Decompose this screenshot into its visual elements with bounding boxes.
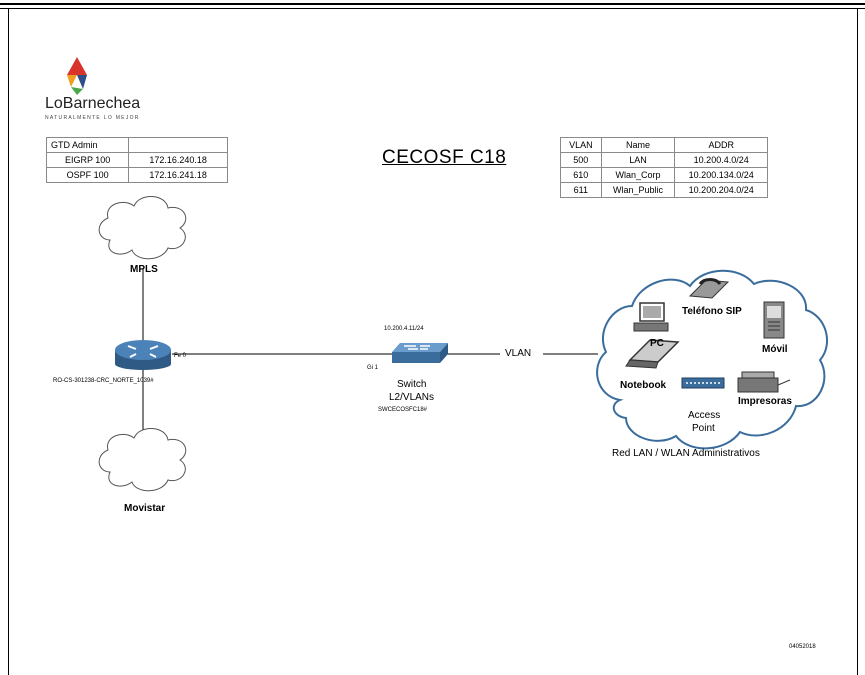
switch-ip-label: 10.200.4.11/24 [384,326,424,332]
table-row: 500 LAN 10.200.4.0/24 [560,152,768,168]
logo-tagline: NATURALMENTE LO MEJOR [45,115,140,121]
access-point-icon [681,377,725,389]
access-point-label: Access [688,410,721,421]
table-row: OSPF 100 172.16.241.18 [45,167,228,183]
router-port-label: Fe 0 [174,353,187,359]
notebook-label: Notebook [620,380,667,391]
sip-phone-icon [688,278,730,299]
router-icon [115,340,171,370]
mpls-label: MPLS [130,264,158,275]
movistar-cloud-icon [98,428,187,492]
pc-icon [633,302,669,332]
pc-label: PC [650,338,664,349]
mobile-icon [763,301,785,339]
table-cell: 172.16.241.18 [128,167,228,183]
movistar-label: Movistar [124,503,166,514]
table-cell: OSPF 100 [45,167,130,183]
vlan-table: VLAN Name ADDR 500 LAN 10.200.4.0/24 610… [560,137,768,198]
logo-name: LoBarnechea [45,95,141,112]
switch-sublabel: L2/VLANs [389,392,435,403]
printer-icon [737,371,791,393]
vlan-link-label: VLAN [505,348,532,359]
page-right-border [857,9,858,675]
admin-table: GTD Admin EIGRP 100 172.16.240.18 OSPF 1… [45,137,228,183]
switch-hostname: SWCECOSFC18# [378,407,428,413]
table-header-row: VLAN Name ADDR [560,137,768,153]
printers-label: Impresoras [738,396,792,407]
table-row: 611 Wlan_Public 10.200.204.0/24 [560,182,768,198]
page-top-border [0,3,865,9]
date-code: 04052018 [789,644,816,650]
table-row: EIGRP 100 172.16.240.18 [45,152,228,168]
logo-mark [67,57,87,95]
table-cell: 611 [560,182,602,198]
table-cell: Wlan_Public [600,182,676,198]
switch-label: Switch [397,379,427,390]
page-title: CECOSF C18 [382,147,507,168]
mpls-cloud-icon [98,196,187,260]
page-left-border [8,9,9,675]
switch-icon [392,343,448,363]
notebook-icon [625,339,680,369]
table-cell: 10.200.204.0/24 [674,182,768,198]
access-point-label-2: Point [692,423,715,434]
table-row: GTD Admin [45,137,228,153]
mobile-label: Móvil [762,344,788,355]
lan-caption: Red LAN / WLAN Administrativos [612,448,760,459]
sip-phone-label: Teléfono SIP [682,306,742,317]
router-hostname: RO-CS-301238-CRC_NORTE_1039# [53,378,154,384]
switch-port-label: Gi 1 [367,365,379,371]
logo: LoBarnechea NATURALMENTE LO MEJOR [45,55,155,125]
